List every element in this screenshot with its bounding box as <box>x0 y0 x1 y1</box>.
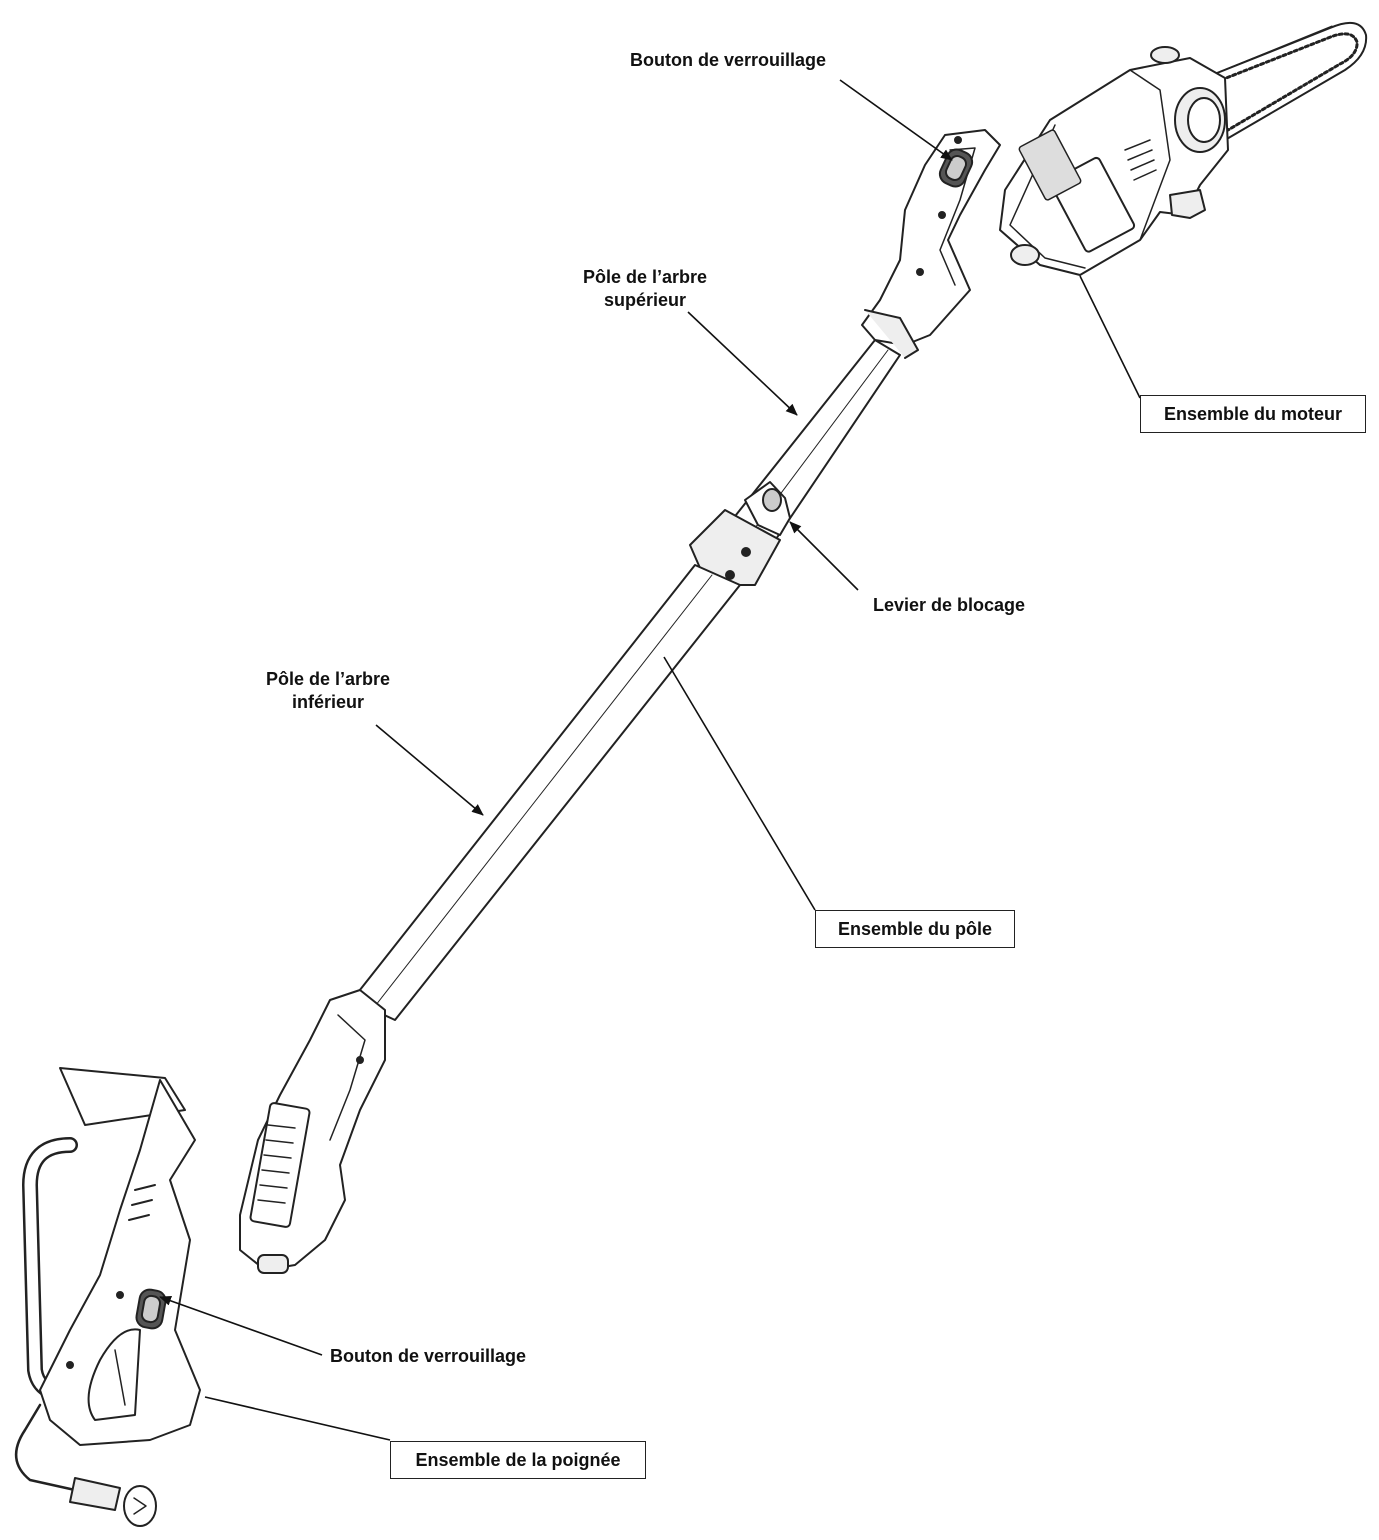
leader-handle-assembly <box>204 1396 391 1441</box>
lower-coupler <box>239 989 386 1274</box>
label-upper-shaft-line2: supérieur <box>603 290 687 310</box>
label-lock-button-top: Bouton de verrouillage <box>630 50 827 70</box>
leader-lock-lever <box>789 521 859 591</box>
label-upper-shaft-line1: Pôle de l’arbre <box>582 267 708 287</box>
leader-upper-shaft <box>687 311 798 416</box>
leader-motor-assembly <box>1079 275 1141 399</box>
handle-assembly <box>15 1067 201 1527</box>
upper-coupler <box>861 129 1001 359</box>
leader-lock-button-top <box>839 79 953 161</box>
label-lower-shaft-line2: inférieur <box>291 692 365 712</box>
label-motor-assembly: Ensemble du moteur <box>1140 395 1366 433</box>
leader-lower-shaft <box>375 724 484 816</box>
label-lock-lever: Levier de blocage <box>873 595 1026 615</box>
leader-lock-button-bottom <box>159 1296 323 1356</box>
lower-shaft <box>351 564 741 1021</box>
label-lower-shaft-line1: Pôle de l’arbre <box>265 669 391 689</box>
lock-lever-collar <box>689 481 791 586</box>
motor-assembly <box>999 21 1368 276</box>
label-lock-button-bottom: Bouton de verrouillage <box>330 1346 527 1366</box>
label-pole-assembly: Ensemble du pôle <box>815 910 1015 948</box>
leader-pole-assembly <box>663 656 816 911</box>
label-handle-assembly: Ensemble de la poignée <box>390 1441 646 1479</box>
